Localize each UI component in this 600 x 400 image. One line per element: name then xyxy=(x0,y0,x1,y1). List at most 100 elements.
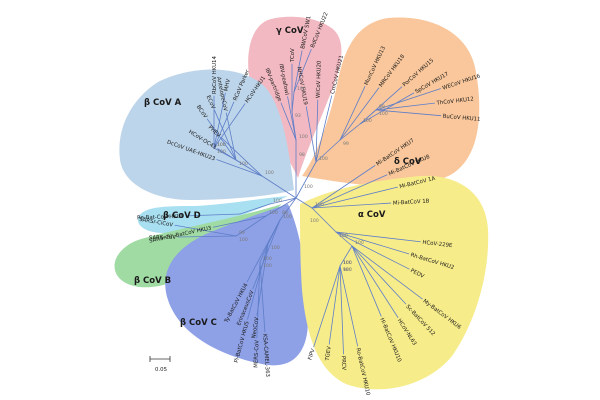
betaC-bootstrap: 100 xyxy=(263,256,272,262)
betaC-leaf-branch xyxy=(246,219,281,283)
betaA-leaf-branch xyxy=(216,159,263,177)
alpha-leaf-branch xyxy=(351,245,382,317)
alpha-inner-branch xyxy=(311,207,337,233)
betaB-leaf-branch xyxy=(212,215,267,228)
betaC-inner-branch xyxy=(259,243,269,263)
alpha-leaf-branch xyxy=(313,265,341,348)
alpha-leaf-label: TGEV xyxy=(325,346,333,363)
betaA-leaf-branch xyxy=(214,110,237,161)
betaC-leaf-branch xyxy=(259,261,266,333)
alpha-branches xyxy=(295,165,423,355)
beta-c-branches xyxy=(246,197,297,339)
alpha-inner-branch xyxy=(335,231,353,247)
gamma-bootstrap: 100 xyxy=(299,134,308,140)
gamma-leaf-branch xyxy=(293,48,312,93)
betaB-leaf-label: SARSr-CiCoV xyxy=(139,217,174,229)
alpha-leaf-branch xyxy=(311,186,398,209)
betaA-stem xyxy=(261,175,297,199)
betaA-leaf-label: MHV xyxy=(224,78,232,92)
betaD-leaf-branch xyxy=(185,213,241,217)
gamma-leaf-label: IBV-peafowl xyxy=(277,63,289,95)
beta-d-branches xyxy=(185,197,297,217)
betaD-bootstrap: 100 xyxy=(273,198,282,204)
alpha-leaf-label: PRCV xyxy=(340,356,347,371)
delta-leaf-branch xyxy=(375,102,436,111)
alpha-bootstrap: 100 xyxy=(343,267,352,273)
delta-leaf-label: WiCoV HKU20 xyxy=(316,60,323,98)
delta-bootstrap: 100 xyxy=(363,118,372,124)
beta-cov-d-region xyxy=(137,196,288,234)
betaC-leaf-branch xyxy=(256,261,261,339)
betaD-stem xyxy=(269,197,297,205)
gamma-leaf-branch xyxy=(287,96,297,141)
delta-leaf-label: ThCoV HKU12 xyxy=(435,96,474,106)
delta-leaf-branch xyxy=(375,109,442,117)
delta-leaf-branch xyxy=(339,86,366,141)
delta-bootstrap: 100 xyxy=(379,111,388,117)
alpha-bootstrap: 100 xyxy=(343,260,352,266)
alpha-bootstrap: 100 xyxy=(343,260,352,266)
alpha-inner-branch xyxy=(339,245,353,267)
betaA-bootstrap: 100 xyxy=(217,142,226,148)
betaA-leaf-branch xyxy=(213,101,235,149)
beta-cov-a-label: β CoV A xyxy=(144,98,182,108)
betaA-leaf-branch xyxy=(213,103,246,149)
beta-a-branches xyxy=(206,92,297,199)
gamma-bootstrap: 100 xyxy=(297,86,306,92)
betaB-bootstrap: 100 xyxy=(239,237,248,243)
betaD-inner-branch xyxy=(239,203,271,215)
betaB-leaf-branch xyxy=(174,224,237,237)
gamma-branches xyxy=(280,48,312,199)
gamma-leaf-branch xyxy=(280,102,297,141)
root-bootstrap: 88 xyxy=(282,210,288,216)
betaA-bootstrap: 100 xyxy=(265,170,274,176)
betaA-leaf-branch xyxy=(225,112,237,161)
beta-cov-b-label: β CoV B xyxy=(134,276,171,286)
bootstrap-labels: 1009310010099100100991001001001001001001… xyxy=(217,86,388,273)
root-bootstrap: 100 xyxy=(304,184,313,190)
betaB-stem xyxy=(265,197,297,217)
delta-cov-label: δ CoV xyxy=(394,157,422,167)
gamma-leaf-label: TCoV xyxy=(290,48,296,63)
beta-cov-a-region xyxy=(119,69,294,200)
delta-bootstrap: 99 xyxy=(343,141,349,147)
delta-leaf-branch xyxy=(315,95,333,163)
betaD-leaf-label: Ro-Bat-CoV HKU9 xyxy=(137,214,185,222)
alpha-bootstrap: 100 xyxy=(343,260,352,266)
betaC-leaf-label: NeoCoV xyxy=(251,316,260,338)
alpha-bootstrap: 100 xyxy=(343,267,352,273)
alpha-leaf-label: PEDV xyxy=(409,268,425,280)
alpha-bootstrap: 93 xyxy=(343,267,349,273)
betaC-leaf-branch xyxy=(247,243,269,320)
delta-leaf-branch xyxy=(339,87,380,141)
betaC-leaf-branch xyxy=(256,243,269,316)
beta-cov-c-region xyxy=(165,204,308,366)
alpha-leaf-branch xyxy=(351,245,407,305)
alpha-leaf-branch xyxy=(335,231,410,270)
beta-d-leaf-labels: Ro-Bat-CoV HKU9 xyxy=(137,214,185,222)
delta-inner-branch xyxy=(315,139,341,163)
delta-bootstrap: 99 xyxy=(379,104,385,110)
betaC-leaf-label: MERS-CoV xyxy=(253,340,260,368)
alpha-leaf-label: FIPV xyxy=(307,348,316,361)
delta-branches xyxy=(295,86,442,199)
betaC-bootstrap: 100 xyxy=(263,263,272,269)
betaA-bootstrap: 100 xyxy=(217,142,226,148)
alpha-leaf-branch xyxy=(328,265,341,345)
alpha-leaf-label: HCoV-229E xyxy=(422,240,453,249)
betaA-leaf-branch xyxy=(220,137,263,177)
alpha-leaf-branch xyxy=(311,174,388,209)
betaA-leaf-branch xyxy=(206,118,237,161)
delta-leaf-branch xyxy=(305,106,317,163)
root-bootstrap: 98 xyxy=(299,152,305,158)
delta-leaf-branch xyxy=(359,86,403,125)
alpha-stem xyxy=(295,197,313,209)
betaA-leaf-branch xyxy=(217,148,263,177)
delta-leaf-label: BuCoV HKU11 xyxy=(442,114,480,123)
delta-bootstrap: 100 xyxy=(319,156,328,162)
delta-inner-branch xyxy=(339,123,361,141)
beta-cov-d-label: β CoV D xyxy=(163,211,201,221)
betaB-leaf-branch xyxy=(177,235,237,238)
scale-bar-label: 0.05 xyxy=(155,367,167,373)
betaC-bootstrap: 100 xyxy=(271,245,280,251)
